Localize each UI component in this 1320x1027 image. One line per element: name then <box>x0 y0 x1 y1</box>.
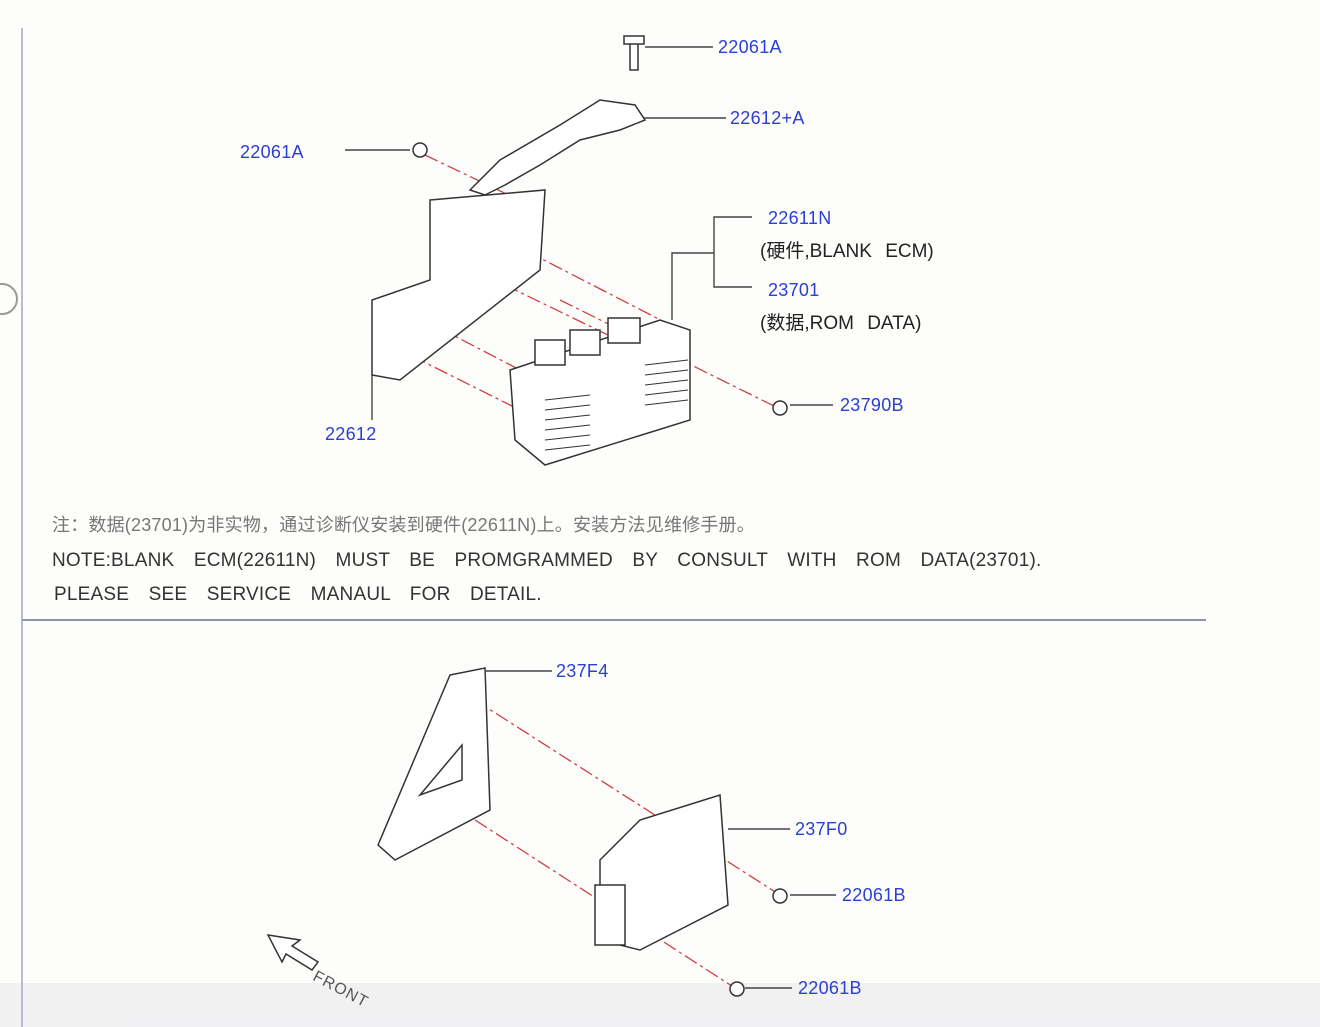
nut-23790b <box>772 400 788 416</box>
upper-parts <box>371 35 788 466</box>
label-237f4[interactable]: 237F4 <box>556 661 609 681</box>
leader-lines <box>345 46 836 989</box>
module-connector <box>594 884 626 946</box>
label-23790b[interactable]: 23790B <box>840 395 904 415</box>
bracket-237f4 <box>377 667 491 861</box>
left-panel-border <box>21 28 23 1027</box>
nut-22061b-lower <box>729 981 745 997</box>
label-22611n-desc: (硬件,BLANK ECM) <box>760 241 934 262</box>
label-22061a-left[interactable]: 22061A <box>240 142 304 162</box>
label-237f0[interactable]: 237F0 <box>795 819 848 839</box>
section-divider <box>22 619 1206 621</box>
label-22612a[interactable]: 22612+A <box>730 108 805 128</box>
label-23701[interactable]: 23701 <box>768 280 820 300</box>
note-chinese: 注：数据(23701)为非实物，通过诊断仪安装到硬件(22611N)上。安装方法… <box>52 515 755 535</box>
label-22061b-upper[interactable]: 22061B <box>842 885 906 905</box>
label-22612[interactable]: 22612 <box>325 424 377 444</box>
bracket-22612-plus-a <box>468 99 647 196</box>
front-arrow-icon <box>266 934 320 971</box>
label-23701-desc: (数据,ROM DATA) <box>760 313 922 334</box>
lower-parts <box>266 667 788 997</box>
label-22061b-lower[interactable]: 22061B <box>798 978 862 998</box>
nut-22061b-upper <box>772 888 788 904</box>
bottom-toolbar <box>0 983 1320 1027</box>
note-english-line1: NOTE:BLANK ECM(22611N) MUST BE PROMGRAMM… <box>52 550 1042 571</box>
bolt-left <box>412 142 428 158</box>
ecm-fins <box>544 359 689 451</box>
note-english-line2: PLEASE SEE SERVICE MANAUL FOR DETAIL. <box>54 584 542 605</box>
label-22611n[interactable]: 22611N <box>768 208 832 228</box>
bracket-22612 <box>371 189 546 381</box>
label-22061a-top[interactable]: 22061A <box>718 37 782 57</box>
